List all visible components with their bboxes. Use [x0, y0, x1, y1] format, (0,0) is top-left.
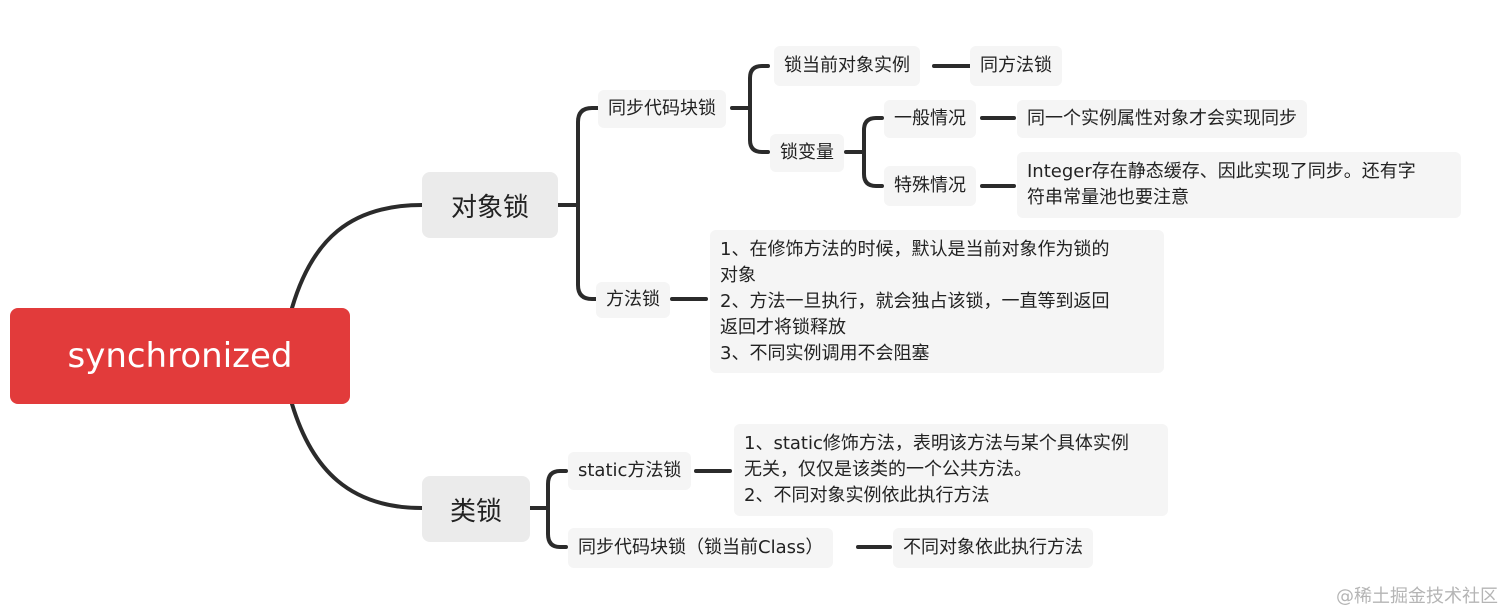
special-case-node[interactable]: 特殊情况: [884, 166, 976, 206]
link-object-lock-fan: [556, 106, 600, 301]
method-note-line: 2、方法一旦执行，就会独占该锁，一直等到返回: [720, 290, 1110, 312]
static-method-lock-node[interactable]: static方法锁: [568, 452, 692, 490]
special-case-note[interactable]: Integer存在静态缓存、因此实现了同步。还有字 符串常量池也要注意: [1017, 152, 1461, 218]
general-case-note[interactable]: 同一个实例属性对象才会实现同步: [1017, 100, 1307, 138]
sync-block-class-note[interactable]: 不同对象依此执行方法: [893, 528, 1093, 568]
same-as-method-lock-node[interactable]: 同方法锁: [970, 46, 1062, 86]
link-class-lock-fan: [528, 469, 568, 549]
class-lock-node[interactable]: 类锁: [422, 476, 530, 542]
object-lock-node[interactable]: 对象锁: [422, 172, 558, 238]
link-root-class-lock: [290, 402, 424, 510]
watermark: @稀土掘金技术社区: [1336, 586, 1498, 607]
special-note-line: Integer存在静态缓存、因此实现了同步。还有字: [1027, 161, 1416, 182]
method-note-line: 返回才将锁释放: [720, 316, 846, 338]
link-sync-block-fan: [730, 64, 770, 154]
sync-block-class-lock-node[interactable]: 同步代码块锁（锁当前Class）: [568, 528, 834, 568]
special-note-line: 符串常量池也要注意: [1027, 187, 1189, 208]
lock-current-instance-node[interactable]: 锁当前对象实例: [774, 46, 920, 86]
link-lock-variable-fan: [844, 116, 884, 188]
general-case-node[interactable]: 一般情况: [884, 100, 976, 138]
static-note-line: 2、不同对象实例依此执行方法: [744, 485, 990, 506]
static-note-line: 1、static修饰方法，表明该方法与某个具体实例: [744, 433, 1129, 454]
method-lock-node[interactable]: 方法锁: [596, 282, 670, 318]
method-note-line: 1、在修饰方法的时候，默认是当前对象作为锁的: [720, 238, 1110, 260]
root-node[interactable]: synchronized: [10, 308, 350, 404]
method-lock-note[interactable]: 1、在修饰方法的时候，默认是当前对象作为锁的 对象 2、方法一旦执行，就会独占该…: [710, 230, 1164, 373]
sync-block-lock-node[interactable]: 同步代码块锁: [598, 90, 726, 128]
static-note-line: 无关，仅仅是该类的一个公共方法。: [744, 459, 1032, 480]
method-note-line: 对象: [720, 264, 756, 286]
method-note-line: 3、不同实例调用不会阻塞: [720, 342, 930, 364]
static-method-lock-note[interactable]: 1、static修饰方法，表明该方法与某个具体实例 无关，仅仅是该类的一个公共方…: [734, 424, 1168, 516]
link-root-object-lock: [290, 203, 424, 310]
lock-variable-node[interactable]: 锁变量: [770, 134, 844, 172]
